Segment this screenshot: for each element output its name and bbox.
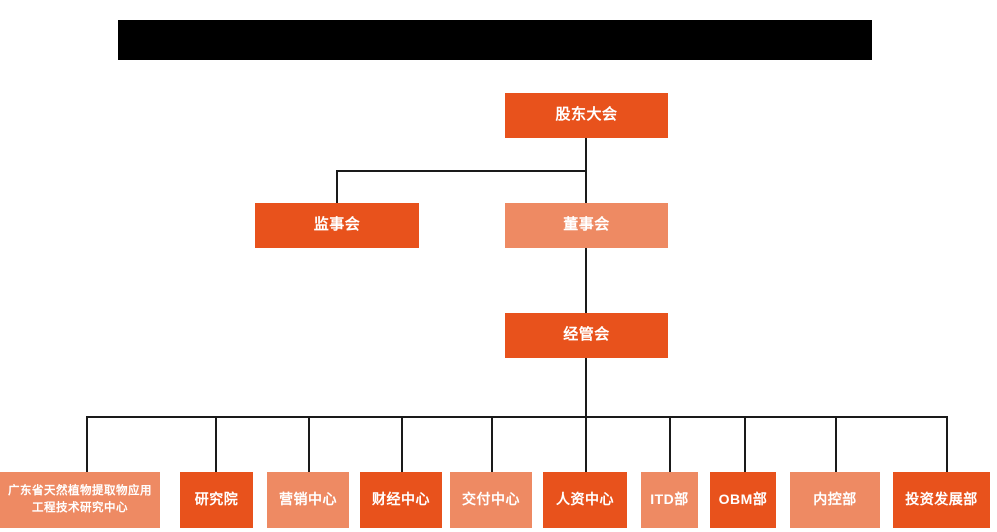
connector-management-drop [585,358,587,417]
node-marketing-center[interactable]: 营销中心 [267,472,349,528]
node-hr-center[interactable]: 人资中心 [543,472,627,528]
node-finance-center[interactable]: 财经中心 [360,472,442,528]
connector-drop-hr-center [585,416,587,472]
connector-drop-internal-control [835,416,837,472]
node-board-of-supervisors[interactable]: 监事会 [255,203,419,248]
connector-drop-delivery-center [491,416,493,472]
node-delivery-center[interactable]: 交付中心 [450,472,532,528]
connector-drop-research-center-gd [86,416,88,472]
node-research-institute[interactable]: 研究院 [180,472,253,528]
connector-drop-research-institute [215,416,217,472]
node-management-committee[interactable]: 经管会 [505,313,668,358]
node-board-of-directors[interactable]: 董事会 [505,203,668,248]
title-banner [118,20,872,60]
connector-l1-drop [585,138,587,171]
node-guangdong-research-center[interactable]: 广东省天然植物提取物应用工程技术研究中心 [0,472,160,528]
connector-directors-drop [585,170,587,203]
node-internal-control-department[interactable]: 内控部 [790,472,880,528]
connector-drop-finance-center [401,416,403,472]
connector-drop-itd-department [669,416,671,472]
node-itd-department[interactable]: ITD部 [641,472,698,528]
connector-supervisors-drop [336,170,338,203]
connector-drop-obm-department [744,416,746,472]
node-shareholders-meeting[interactable]: 股东大会 [505,93,668,138]
connector-drop-marketing-center [308,416,310,472]
connector-leaf-bus [86,416,947,418]
connector-directors-to-management [585,248,587,313]
connector-drop-investment-development [946,416,948,472]
node-obm-department[interactable]: OBM部 [710,472,776,528]
connector-l2-bus [336,170,587,172]
node-investment-development-department[interactable]: 投资发展部 [893,472,990,528]
